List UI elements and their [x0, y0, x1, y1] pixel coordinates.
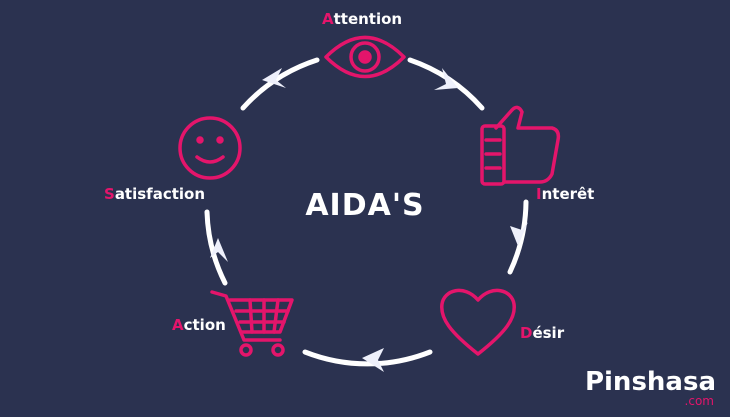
label-desir: Désir [520, 324, 564, 342]
label-attention: Attention [322, 10, 402, 28]
label-attention-initial: A [322, 10, 334, 28]
arrowhead-5 [262, 68, 286, 88]
cycle-arrow-satisfaction-attention [240, 57, 320, 111]
arrowhead-4 [210, 238, 228, 262]
heart-icon [440, 288, 516, 356]
shopping-cart-icon [210, 290, 294, 357]
brand-logo[interactable]: Pinshasa .com [585, 369, 716, 407]
label-action-rest: ction [183, 316, 226, 334]
label-satisfaction: Satisfaction [104, 185, 205, 203]
thumbs-up-icon [480, 105, 561, 186]
diagram-title: AIDA'S [305, 188, 425, 223]
brand-domain: .com [684, 394, 714, 408]
label-desir-initial: D [520, 324, 533, 342]
arrowhead-3 [362, 348, 384, 372]
label-action: Action [172, 316, 226, 334]
cycle-arrow-desir-action [302, 349, 433, 367]
brand-name: Pinshasa [584, 367, 716, 397]
eye-icon [324, 35, 406, 79]
smiley-icon [178, 116, 242, 180]
label-satisfaction-initial: S [104, 185, 115, 203]
arrowhead-2 [510, 222, 528, 246]
label-desir-rest: ésir [532, 324, 565, 342]
cycle-arrow-action-satisfaction [204, 209, 228, 286]
cycle-arrow-interet-desir [507, 199, 529, 275]
label-interet: Interêt [536, 185, 594, 203]
label-interet-rest: nterêt [541, 185, 595, 203]
arrowhead-1 [434, 68, 458, 90]
label-interet-initial: I [536, 185, 542, 203]
label-satisfaction-rest: atisfaction [114, 185, 206, 203]
label-attention-rest: ttention [333, 10, 403, 28]
label-action-initial: A [172, 316, 184, 334]
